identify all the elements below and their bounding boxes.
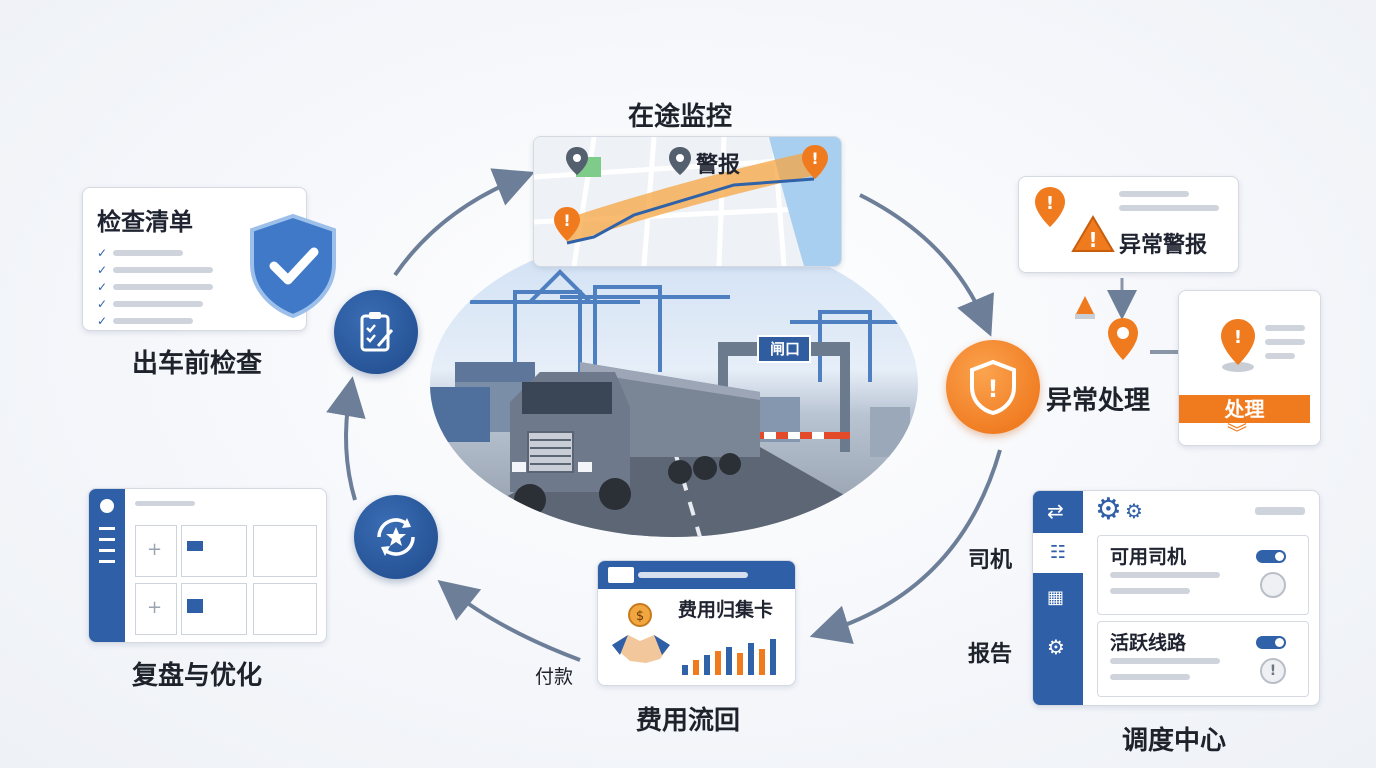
dispatch-sidebar: ⇄ ☷ ▦ ⚙ xyxy=(1033,491,1083,705)
alert-circle-icon: ! xyxy=(1260,658,1286,684)
warning-icon: ! xyxy=(1071,215,1115,252)
gate-sign: 闸口 xyxy=(769,340,800,358)
check-icon: ✓ xyxy=(97,245,108,260)
svg-text:!: ! xyxy=(563,211,570,230)
exception-alert-label: 异常警报 xyxy=(1119,233,1208,258)
refresh-star-icon xyxy=(377,518,415,556)
payment-label: 付款 xyxy=(535,666,574,688)
warning-icon: ! xyxy=(554,207,580,241)
svg-text:!: ! xyxy=(988,375,999,403)
calendar-icon[interactable]: ▦ xyxy=(1047,587,1065,608)
pretrip-title: 出车前检查 xyxy=(132,349,263,379)
exception-alert-card: ! ! 异常警报 xyxy=(1018,176,1239,273)
expense-title: 费用流回 xyxy=(636,706,741,736)
process-button[interactable]: 处理 xyxy=(1179,395,1310,423)
chevron-down-icon: ︾ xyxy=(1227,421,1247,445)
user-icon xyxy=(1260,572,1286,598)
drivers-toggle[interactable] xyxy=(1256,550,1286,563)
map-pin-icon xyxy=(566,147,588,175)
expense-card-label: 费用归集卡 xyxy=(678,599,774,621)
dispatch-title: 调度中心 xyxy=(1122,726,1227,756)
map-pin-icon: ! xyxy=(1221,319,1255,372)
dispatch-side-report: 报告 xyxy=(968,642,1013,667)
process-card: ! 处理 ︾ xyxy=(1178,290,1321,446)
svg-text:!: ! xyxy=(1088,228,1097,252)
check-list: ✓ ✓ ✓ ✓ ✓ xyxy=(97,244,213,329)
arrow-monitor-to-exception xyxy=(859,193,994,337)
monitoring-title: 在途监控 xyxy=(628,102,733,132)
warning-icon: ! xyxy=(802,145,828,179)
clipboard-icon xyxy=(360,312,394,352)
handshake-icon: $ xyxy=(612,603,670,663)
warning-icon: ! xyxy=(1035,187,1065,227)
shield-check-icon xyxy=(250,213,336,318)
arrow-pretrip-to-monitor xyxy=(393,168,535,277)
grid-icon[interactable]: ☷ xyxy=(1033,533,1083,573)
map-alert-label: 警报 xyxy=(696,153,741,178)
dispatch-row-routes[interactable]: 活跃线路 ! xyxy=(1097,621,1309,697)
svg-text:!: ! xyxy=(1234,327,1242,348)
review-dashboard-card: + + xyxy=(88,488,327,643)
arrow-exception-to-expense xyxy=(809,449,1002,644)
review-title: 复盘与优化 xyxy=(132,661,263,691)
review-sidebar xyxy=(89,489,125,642)
check-icon: ✓ xyxy=(97,313,108,328)
dispatch-panel: ⇄ ☷ ▦ ⚙ ⚙ ⚙ 可用司机 活跃线路 ! xyxy=(1032,490,1320,706)
dispatch-side-driver: 司机 xyxy=(968,548,1013,573)
svg-text:!: ! xyxy=(811,149,818,168)
swap-icon[interactable]: ⇄ xyxy=(1047,499,1064,523)
gear-icon[interactable]: ⚙ xyxy=(1047,635,1065,659)
shield-warning-icon: ! xyxy=(970,359,1016,415)
row1-label: 可用司机 xyxy=(1110,546,1187,568)
routes-toggle[interactable] xyxy=(1256,636,1286,649)
alarm-icon xyxy=(1075,296,1095,319)
port-scene: 闸口 xyxy=(430,232,918,537)
map-pin-icon xyxy=(1108,318,1138,360)
check-icon: ✓ xyxy=(97,262,108,277)
check-icon: ✓ xyxy=(97,296,108,311)
check-icon: ✓ xyxy=(97,279,108,294)
svg-text:$: $ xyxy=(636,609,644,624)
cash-icon xyxy=(608,567,634,583)
map-pin-icon xyxy=(669,147,691,175)
bar-graph-icon xyxy=(682,639,776,675)
row2-label: 活跃线路 xyxy=(1110,632,1187,654)
expense-card: 费用归集卡 $ xyxy=(597,560,796,686)
exception-title: 异常处理 xyxy=(1046,386,1151,416)
gear-icon: ⚙ xyxy=(1095,492,1122,527)
dispatch-row-drivers[interactable]: 可用司机 xyxy=(1097,535,1309,615)
map-card: 警报 ! ! xyxy=(533,136,842,267)
arrow-expense-to-review xyxy=(437,580,581,662)
checklist-title: 检查清单 xyxy=(97,208,193,236)
pretrip-circle xyxy=(334,290,418,374)
arrow-review-to-pretrip xyxy=(326,376,366,501)
exception-circle: ! xyxy=(946,340,1040,434)
svg-text:!: ! xyxy=(1046,193,1054,214)
review-circle xyxy=(354,495,438,579)
